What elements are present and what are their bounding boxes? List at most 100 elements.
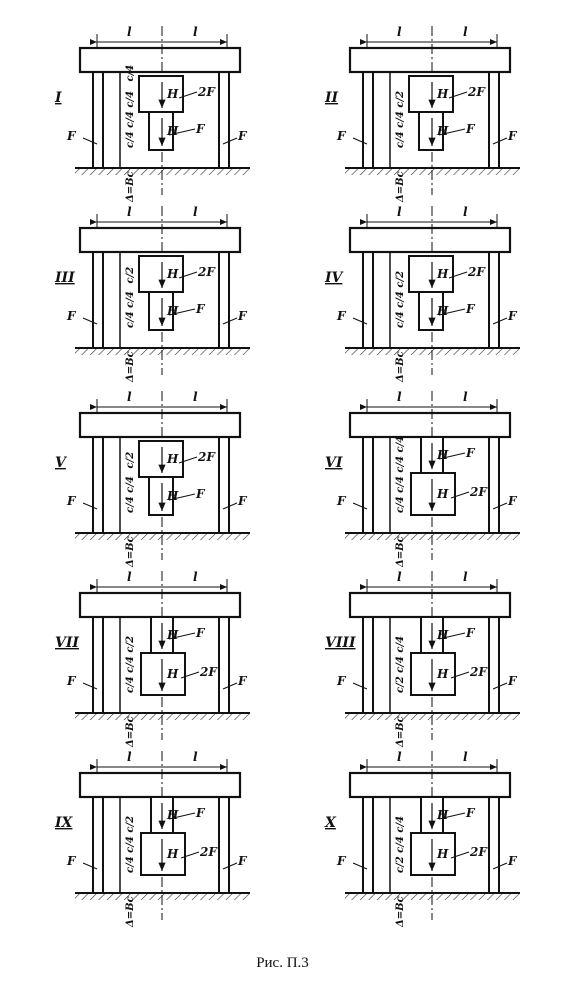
length-label: l xyxy=(463,205,468,219)
height-label: H xyxy=(436,667,449,681)
load-f-label: F xyxy=(195,302,206,316)
spacing-label: c/2 c/4 c/4 xyxy=(395,816,406,873)
load-f-label: F xyxy=(465,302,476,316)
gap-label: Δ=Bc xyxy=(125,171,136,203)
column-force-label: F xyxy=(66,309,77,323)
height-label: H xyxy=(436,847,449,861)
column-force-label: F xyxy=(237,854,248,868)
panel-number: VII xyxy=(55,635,79,651)
column-force-label: F xyxy=(66,129,77,143)
panel-number: IV xyxy=(324,270,345,286)
length-label: l xyxy=(193,750,198,764)
figure-caption: Рис. П.3 xyxy=(256,955,309,971)
height-label: H xyxy=(166,667,179,681)
load-2f-label: 2F xyxy=(199,845,218,859)
gap-label: Δ=Bc xyxy=(125,716,136,748)
length-label: l xyxy=(463,390,468,404)
spacing-label: c/2 xyxy=(125,267,136,284)
spacing-label: c/4 c/4 c/2 xyxy=(125,816,136,873)
column-force-label: F xyxy=(507,854,518,868)
gap-label: Δ=Bc xyxy=(395,536,406,568)
length-label: l xyxy=(397,25,402,39)
gap-label: Δ=Bc xyxy=(395,896,406,928)
spacing-label: c/4 c/4 xyxy=(125,476,136,513)
load-f-label: F xyxy=(465,122,476,136)
height-label: H xyxy=(166,304,179,318)
load-f-label: F xyxy=(465,446,476,460)
top-beam xyxy=(348,226,512,254)
mass-2f xyxy=(140,652,186,696)
top-beam xyxy=(348,46,512,74)
top-beam xyxy=(78,46,242,74)
length-label: l xyxy=(397,205,402,219)
spacing-label: c/4 c/4 c/2 xyxy=(395,91,406,148)
load-2f-label: 2F xyxy=(197,265,216,279)
height-label: H xyxy=(436,304,449,318)
height-label: H xyxy=(166,489,179,503)
panel-number: V xyxy=(55,455,68,471)
load-2f-label: 2F xyxy=(469,665,488,679)
top-beam xyxy=(348,411,512,439)
height-label: H xyxy=(166,267,179,281)
spacing-label: c/4 c/4 c/2 xyxy=(395,271,406,328)
panel-number: VIII xyxy=(325,635,356,651)
height-label: H xyxy=(166,628,179,642)
gap-label: Δ=Bc xyxy=(395,171,406,203)
length-label: l xyxy=(193,205,198,219)
load-f-label: F xyxy=(195,806,206,820)
column-force-label: F xyxy=(66,674,77,688)
load-2f-label: 2F xyxy=(469,845,488,859)
gap-label: Δ=Bc xyxy=(125,896,136,928)
top-beam xyxy=(78,591,242,619)
spacing-label: c/4 c/4 c/2 xyxy=(125,636,136,693)
length-label: l xyxy=(193,570,198,584)
height-label: H xyxy=(166,808,179,822)
length-label: l xyxy=(193,390,198,404)
column-force-label: F xyxy=(237,674,248,688)
height-label: H xyxy=(436,448,449,462)
column-force-label: F xyxy=(507,129,518,143)
height-label: H xyxy=(436,628,449,642)
column-force-label: F xyxy=(507,674,518,688)
length-label: l xyxy=(127,390,132,404)
top-beam xyxy=(78,411,242,439)
load-2f-label: 2F xyxy=(197,450,216,464)
length-label: l xyxy=(127,205,132,219)
spacing-label: c/2 c/4 c/4 xyxy=(395,636,406,693)
load-2f-label: 2F xyxy=(467,85,486,99)
top-beam xyxy=(348,771,512,799)
load-2f-label: 2F xyxy=(199,665,218,679)
mass-2f xyxy=(410,832,456,876)
length-label: l xyxy=(127,750,132,764)
column-force-label: F xyxy=(66,854,77,868)
gap-label: Δ=Bc xyxy=(395,716,406,748)
load-f-label: F xyxy=(195,122,206,136)
column-force-label: F xyxy=(336,129,347,143)
column-force-label: F xyxy=(336,494,347,508)
panel-number: VI xyxy=(325,455,343,471)
height-label: H xyxy=(166,847,179,861)
load-f-label: F xyxy=(195,487,206,501)
length-label: l xyxy=(127,25,132,39)
length-label: l xyxy=(397,570,402,584)
mass-2f xyxy=(410,472,456,516)
column-force-label: F xyxy=(66,494,77,508)
load-f-label: F xyxy=(465,626,476,640)
spacing-label: c/2 xyxy=(125,452,136,469)
length-label: l xyxy=(463,750,468,764)
column-force-label: F xyxy=(507,494,518,508)
panel-number: II xyxy=(324,90,339,106)
height-label: H xyxy=(436,487,449,501)
height-label: H xyxy=(166,87,179,101)
gap-label: Δ=Bc xyxy=(395,351,406,383)
column-force-label: F xyxy=(336,309,347,323)
